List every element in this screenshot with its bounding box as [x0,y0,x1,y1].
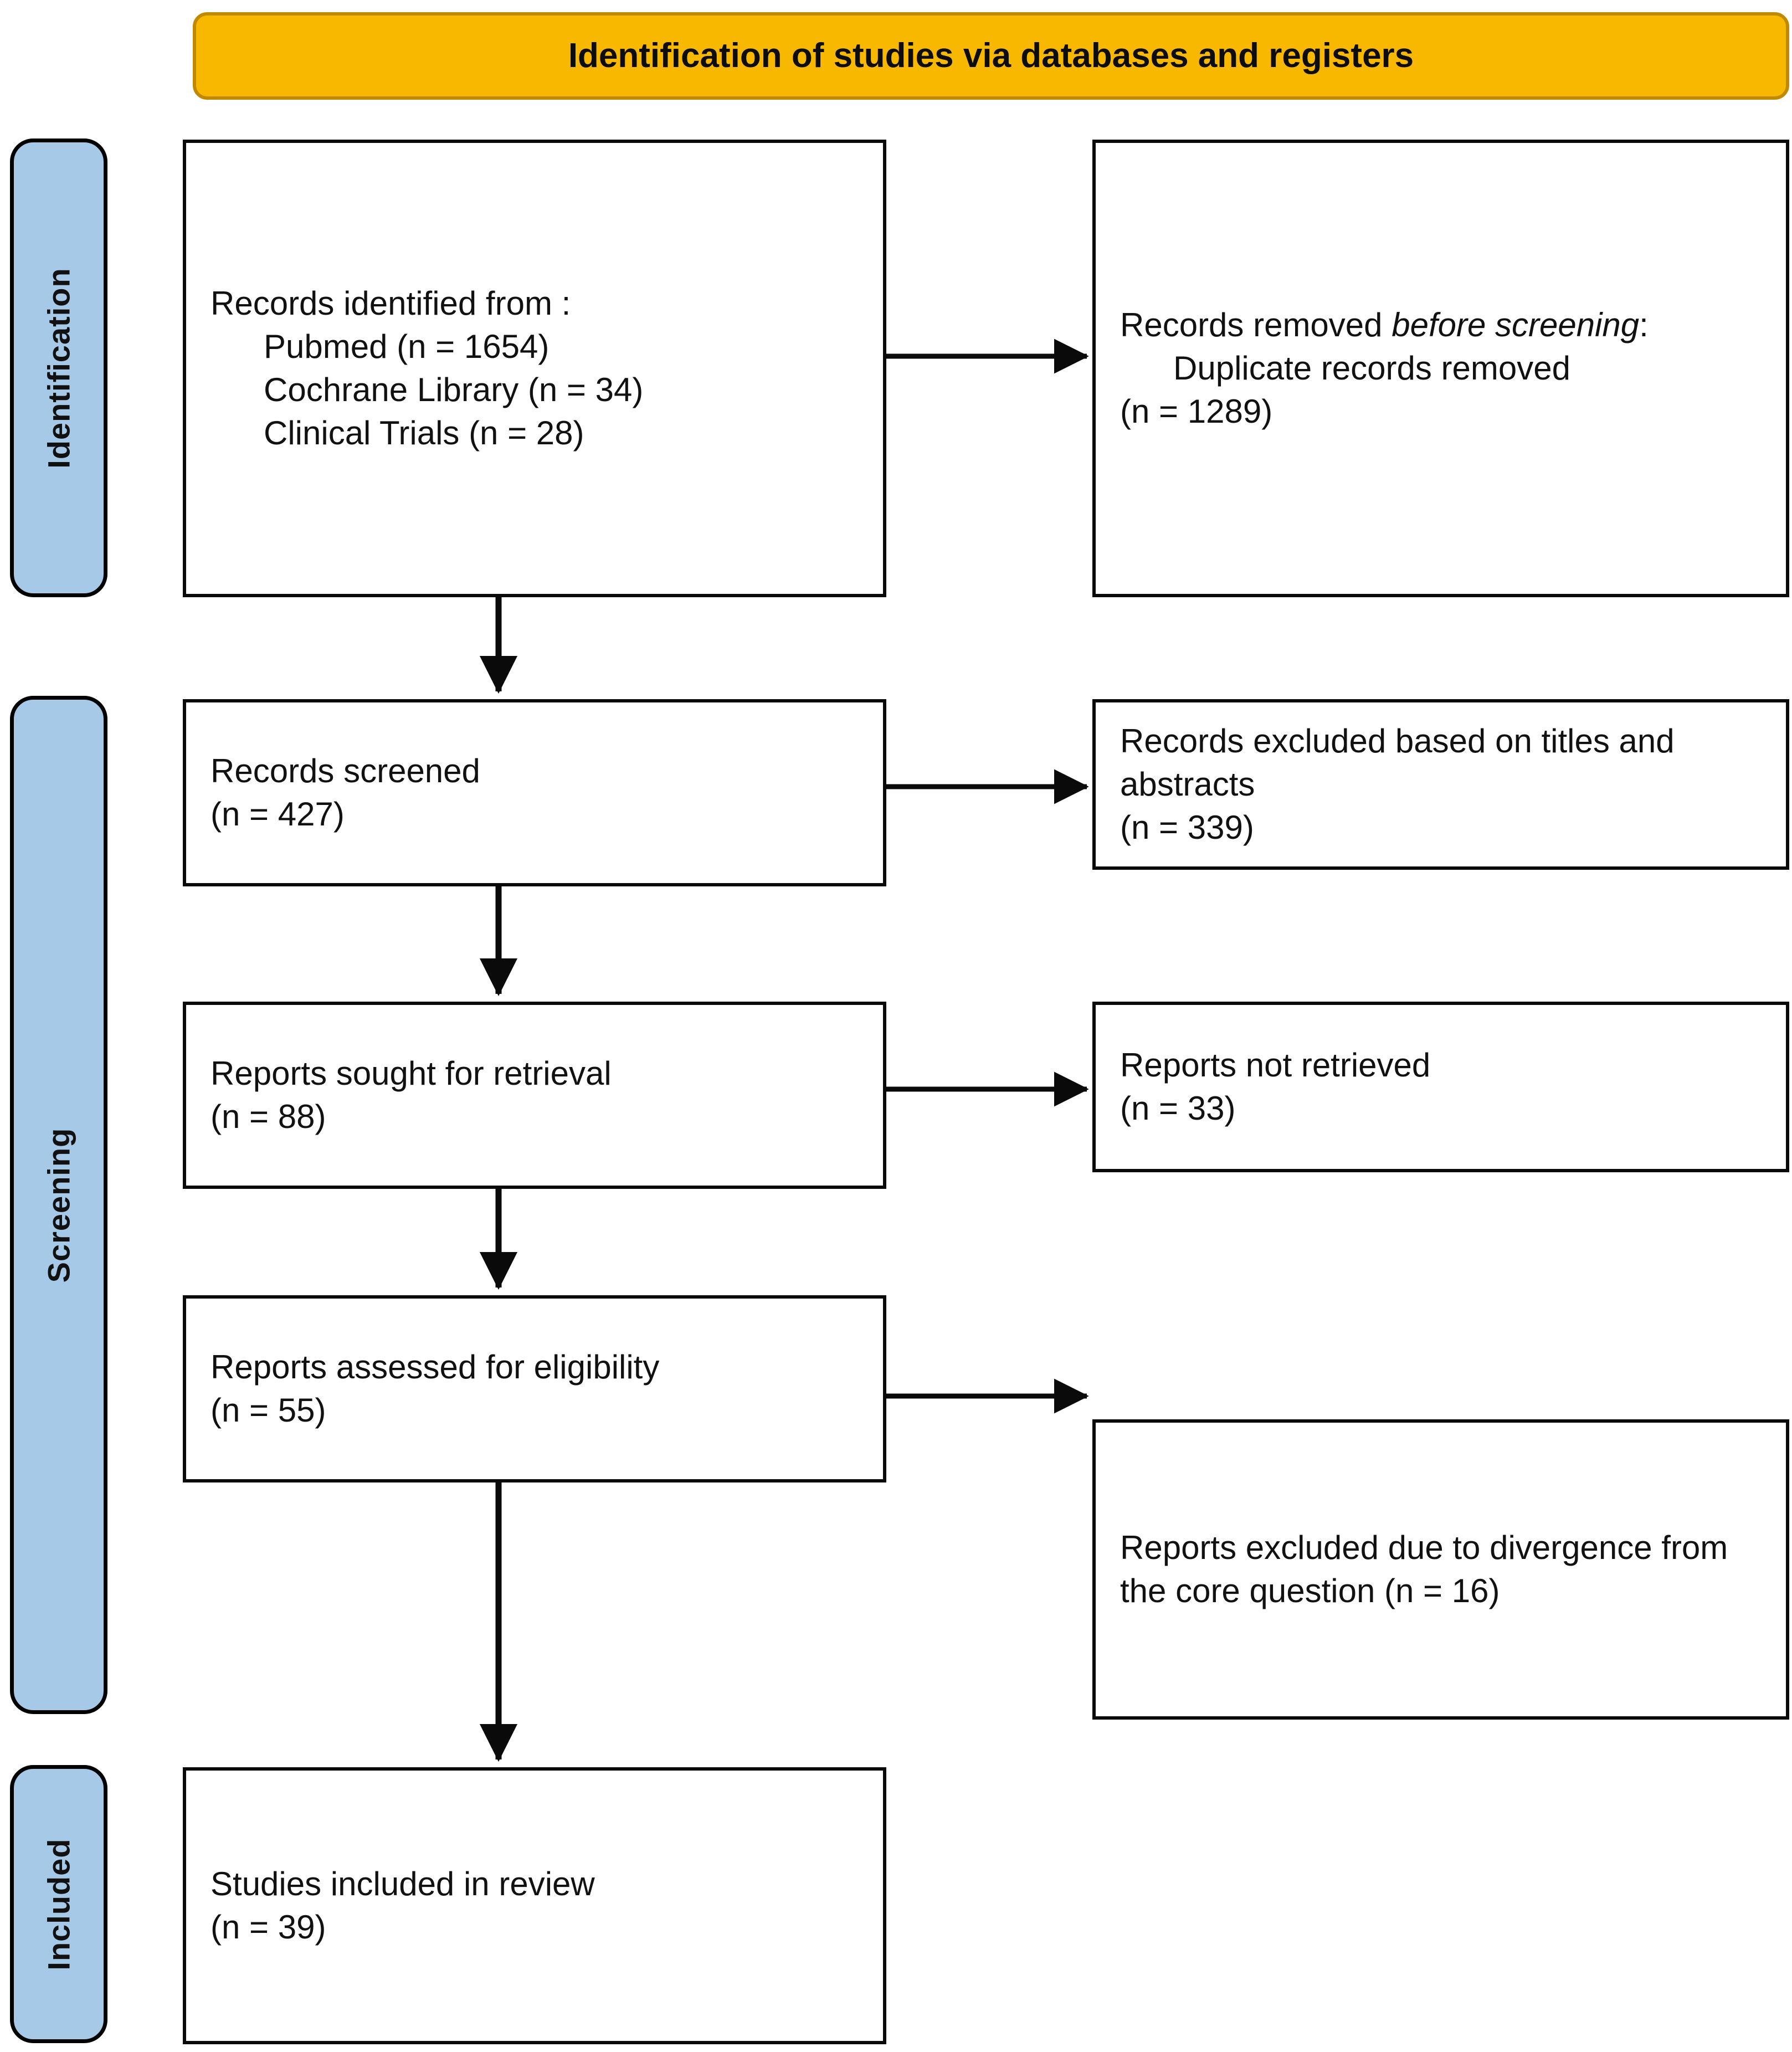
box-studies-included: Studies included in review (n = 39) [183,1767,886,2044]
records-removed-emphasis: before screening [1392,306,1640,343]
studies-included-label: Studies included in review [210,1865,595,1902]
records-identified-source-pubmed: Pubmed (n = 1654) [264,328,550,365]
reports-sought-label: Reports sought for retrieval [210,1055,612,1092]
box-records-identified: Records identified from : Pubmed (n = 16… [183,140,886,597]
records-removed-lead: Records removed [1120,306,1383,343]
records-identified-source-cochrane: Cochrane Library (n = 34) [264,371,644,408]
records-removed-heading: Records removed before screening: [1120,304,1762,347]
records-removed-colon: : [1639,306,1649,343]
records-excluded-titles-count: (n = 339) [1120,809,1254,846]
reports-assessed-label: Reports assessed for eligibility [210,1348,660,1386]
diagram-header-banner: Identification of studies via databases … [193,12,1789,100]
records-removed-count: (n = 1289) [1120,393,1273,430]
box-reports-assessed: Reports assessed for eligibility (n = 55… [183,1295,886,1482]
reports-sought-count: (n = 88) [210,1098,326,1135]
records-screened-count: (n = 427) [210,796,345,833]
box-reports-not-retrieved: Reports not retrieved (n = 33) [1092,1002,1789,1172]
phase-label-included-text: Included [41,1838,76,1971]
box-records-screened: Records screened (n = 427) [183,699,886,886]
records-excluded-titles-label: Records excluded based on titles and abs… [1120,722,1675,803]
records-removed-detail: Duplicate records removed [1173,350,1570,387]
phase-label-identification-text: Identification [41,267,76,469]
phase-label-screening: Screening [10,696,107,1714]
studies-included-count: (n = 39) [210,1909,326,1946]
reports-assessed-count: (n = 55) [210,1392,326,1429]
box-reports-sought: Reports sought for retrieval (n = 88) [183,1002,886,1189]
box-reports-excluded-divergence: Reports excluded due to divergence from … [1092,1419,1789,1720]
reports-not-retrieved-count: (n = 33) [1120,1090,1236,1127]
phase-label-identification: Identification [10,138,107,597]
banner-title: Identification of studies via databases … [568,36,1414,75]
phase-label-included: Included [10,1765,107,2043]
reports-not-retrieved-label: Reports not retrieved [1120,1046,1431,1084]
phase-label-screening-text: Screening [41,1127,76,1282]
box-records-excluded-titles: Records excluded based on titles and abs… [1092,699,1789,870]
records-identified-source-clinicaltrials: Clinical Trials (n = 28) [264,414,584,452]
box-records-removed: Records removed before screening: Duplic… [1092,140,1789,597]
records-screened-label: Records screened [210,752,480,789]
reports-excluded-divergence-label: Reports excluded due to divergence from … [1120,1529,1728,1609]
records-identified-heading: Records identified from : [210,285,571,322]
